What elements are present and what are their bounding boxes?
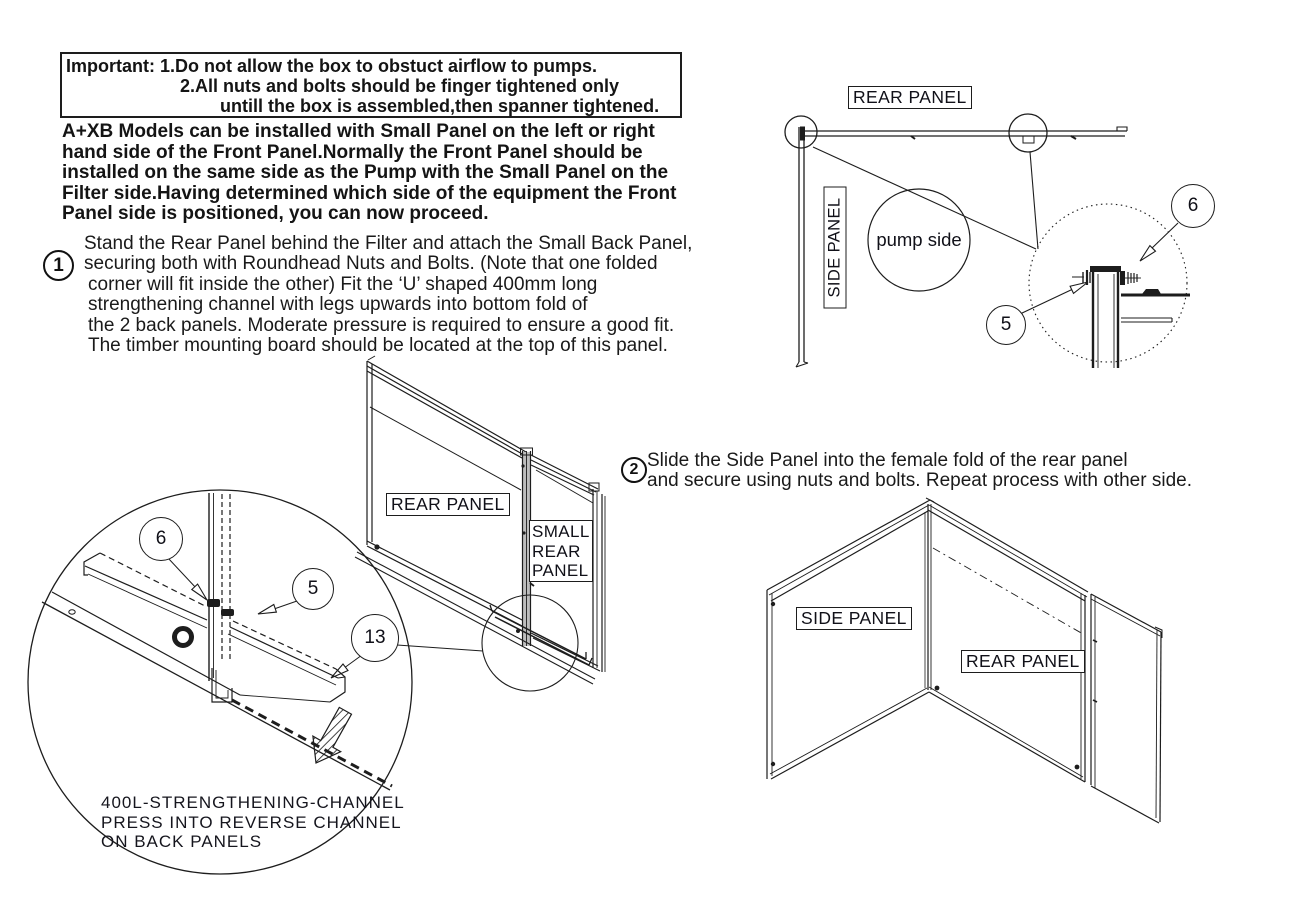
step-1-badge: 1 [43, 250, 74, 281]
side-panel-label-iso: SIDE PANEL [796, 607, 912, 630]
channel-note-line: 400L-STRENGTHENING-CHANNEL [101, 793, 405, 812]
callout-6-plan: 6 [1171, 184, 1215, 228]
important-note-box: Important: 1.Do not allow the box to obs… [60, 52, 682, 118]
press-arrow [312, 706, 353, 764]
step-2-badge: 2 [621, 457, 647, 483]
channel-note-line: PRESS INTO REVERSE CHANNEL [101, 812, 402, 832]
small-rear-panel-line: REAR [532, 541, 581, 561]
intro-paragraph: A+XB Models can be installed with Small … [62, 121, 677, 225]
step-1-line: securing both with Roundhead Nuts and Bo… [84, 253, 658, 275]
intro-line: Filter side.Having determined which side… [62, 182, 677, 204]
callout-13: 13 [351, 614, 399, 662]
side-rear-isometric [766, 497, 1163, 824]
rear-panel-label-plan: REAR PANEL [848, 86, 972, 109]
channel-note: 400L-STRENGTHENING-CHANNEL PRESS INTO RE… [101, 793, 405, 852]
side-panel-label-plan: SIDE PANEL [823, 186, 847, 309]
callout-6-detail: 6 [139, 517, 183, 561]
important-line: untill the box is assembled,then spanner… [220, 96, 660, 116]
step-1-line: The timber mounting board should be loca… [88, 335, 668, 357]
rear-panel-label-middle: REAR PANEL [386, 493, 510, 516]
step-1-text: Stand the Rear Panel behind the Filter a… [84, 233, 693, 357]
step-1-line: corner will fit inside the other) Fit th… [88, 273, 598, 295]
plan-view-diagram [784, 113, 1128, 368]
channel-detail-circle [27, 489, 413, 875]
rear-panel-label-iso: REAR PANEL [961, 650, 1085, 673]
step-2-line: and secure using nuts and bolts. Repeat … [647, 470, 1192, 491]
small-rear-panel-line: PANEL [532, 561, 589, 580]
pump-side-label: pump side [876, 229, 962, 250]
small-rear-panel-label: SMALL REAR PANEL [529, 520, 593, 582]
step-2-line: Slide the Side Panel into the female fol… [647, 450, 1128, 471]
step-1-line: Stand the Rear Panel behind the Filter a… [84, 233, 693, 254]
corner-joint-detail [1019, 203, 1190, 368]
callout-5-detail: 5 [292, 568, 334, 610]
intro-line: A+XB Models can be installed with Small … [62, 121, 655, 142]
important-line: Important: 1.Do not allow the box to obs… [66, 56, 597, 76]
step-2-text: Slide the Side Panel into the female fol… [647, 451, 1192, 491]
intro-line: installed on the same side as the Pump w… [62, 162, 669, 183]
rear-panels-isometric [330, 355, 606, 692]
small-rear-panel-line: SMALL [532, 522, 590, 541]
channel-note-line: ON BACK PANELS [101, 832, 263, 851]
important-line: 2.All nuts and bolts should be finger ti… [180, 76, 620, 96]
step-1-line: the 2 back panels. Moderate pressure is … [88, 314, 675, 336]
intro-line: hand side of the Front Panel.Normally th… [62, 141, 643, 163]
step-1-line: strengthening channel with legs upwards … [88, 294, 588, 316]
intro-line: Panel side is positioned, you can now pr… [62, 203, 489, 224]
callout-5-plan: 5 [986, 305, 1026, 345]
